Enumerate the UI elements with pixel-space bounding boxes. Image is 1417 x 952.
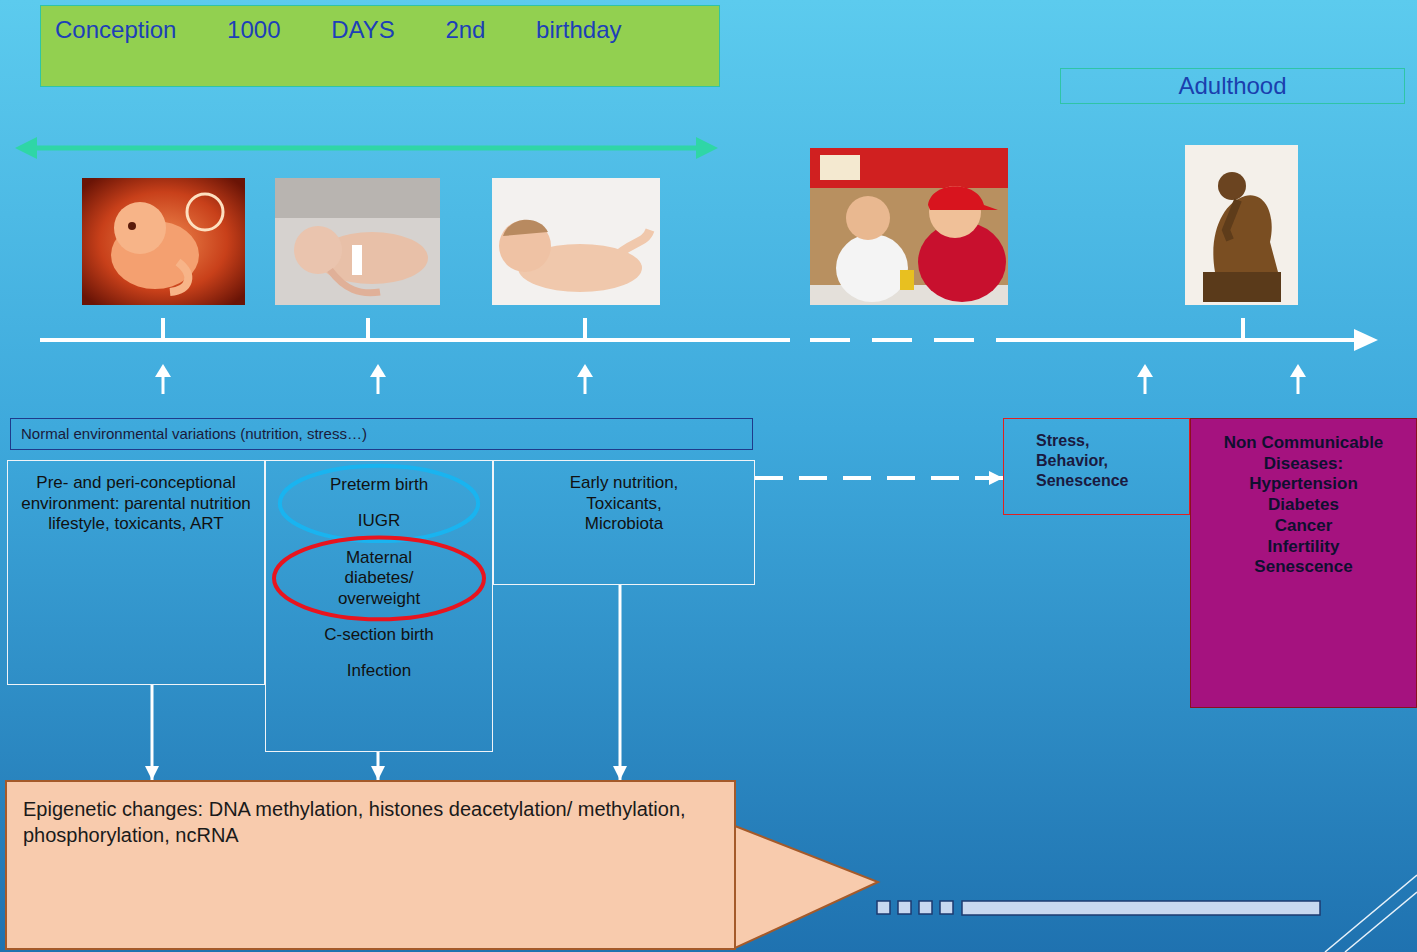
embryo-photo — [187, 194, 223, 230]
callout-pointer — [735, 826, 878, 948]
flow-arrow — [377, 752, 380, 780]
timeline — [1241, 318, 1245, 340]
box-text: Stress, Behavior, Senescence — [1036, 431, 1148, 491]
influence-arrow — [155, 364, 171, 377]
obese-children-photo — [846, 196, 890, 240]
embryo-photo — [128, 222, 136, 230]
slide-decoration — [919, 901, 932, 914]
box-text: Infertility — [1199, 537, 1408, 558]
obese-children-photo — [810, 148, 1008, 188]
thinker-statue-photo — [1226, 200, 1238, 240]
embryo-photo — [170, 262, 188, 292]
box-text: Infection — [347, 661, 411, 681]
span-arrow — [15, 137, 718, 159]
obese-children-photo — [810, 148, 1008, 305]
slide-decoration — [940, 901, 953, 914]
mechanism-callout: Epigenetic changes: DNA methylation, his… — [5, 780, 736, 950]
preterm-baby-photo — [275, 178, 440, 218]
box-text: Hypertension — [1199, 474, 1408, 495]
preterm-baby-photo — [294, 226, 342, 274]
preterm-baby-photo — [275, 178, 440, 305]
baby-photo — [503, 220, 548, 236]
box-text: Epigenetic changes: DNA methylation, his… — [23, 796, 718, 848]
preterm-baby-photo — [352, 245, 362, 275]
timeline — [583, 318, 587, 340]
thinker-statue-photo — [1185, 145, 1298, 305]
context-box: Normal environmental variations (nutriti… — [10, 418, 753, 450]
box-text: Non Communicable Diseases: — [1199, 433, 1408, 474]
callout-pointer — [735, 826, 878, 948]
timeline — [40, 338, 790, 342]
box-text: Preterm birth — [330, 475, 428, 495]
span-arrow — [32, 146, 700, 151]
influence-arrow — [370, 364, 386, 377]
baby-photo — [610, 230, 650, 262]
stage-label: Adulthood — [1060, 68, 1405, 104]
timeline — [40, 318, 1378, 351]
obese-children-photo — [900, 270, 914, 290]
highlight-ellipse — [274, 537, 484, 619]
influence-arrow — [577, 364, 593, 377]
box-text: Normal environmental variations (nutriti… — [21, 425, 742, 443]
box-text: Maternal diabetes/ overweight — [324, 548, 434, 609]
timeline — [161, 318, 165, 340]
obese-children-photo — [810, 148, 1008, 305]
obese-children-photo — [836, 234, 908, 302]
factor-box: Early nutrition, Toxicants, Microbiota — [493, 460, 755, 585]
box-text: Pre- and peri-conceptional environment: … — [18, 473, 254, 535]
timespan-banner: Conception 1000 DAYS 2nd birthday — [40, 5, 720, 87]
slide-decoration — [898, 901, 911, 914]
slide-decoration — [877, 875, 1417, 952]
box-text: Conception 1000 DAYS 2nd birthday — [55, 14, 705, 46]
flow-arrow — [619, 585, 622, 780]
obese-children-photo — [928, 186, 998, 210]
disease-box: Non Communicable Diseases:HypertensionDi… — [1190, 418, 1417, 708]
box-text: Senescence — [1199, 557, 1408, 578]
slide-decoration — [877, 901, 890, 914]
box-text: C-section birth — [324, 625, 434, 645]
timeline — [366, 318, 370, 340]
outcome-box: Stress, Behavior, Senescence — [1003, 418, 1190, 515]
embryo-photo — [114, 202, 166, 254]
slide-decoration — [1325, 875, 1417, 952]
obese-children-photo — [820, 155, 860, 180]
baby-photo — [492, 178, 660, 305]
factor-box: Pre- and peri-conceptional environment: … — [7, 460, 265, 685]
preterm-baby-photo — [330, 270, 380, 293]
thinker-statue-photo — [1203, 272, 1281, 302]
slide-decoration — [1345, 892, 1417, 952]
influence-arrow — [1290, 364, 1306, 377]
baby-photo — [492, 178, 660, 305]
thinker-statue-photo — [1185, 145, 1298, 305]
span-arrow — [15, 137, 37, 159]
baby-photo — [499, 220, 551, 272]
factor-box: Preterm birthIUGR Maternal diabetes/ over… — [265, 460, 493, 752]
embryo-photo — [82, 178, 245, 305]
thinker-statue-photo — [1218, 172, 1246, 200]
slide-decoration — [962, 901, 1320, 915]
influence-arrow — [155, 364, 1306, 394]
box-text: Early nutrition, Toxicants, Microbiota — [554, 473, 694, 535]
span-arrow — [696, 137, 718, 159]
box-text: Diabetes — [1199, 495, 1408, 516]
timeline — [1354, 329, 1378, 351]
box-text: Adulthood — [1069, 71, 1396, 101]
influence-arrow — [1137, 364, 1153, 377]
timeline — [810, 338, 1035, 342]
preterm-baby-photo — [275, 178, 440, 305]
box-text: IUGR — [358, 511, 401, 531]
flow-arrow — [755, 476, 1003, 480]
embryo-photo — [82, 178, 245, 305]
timeline — [1035, 338, 1360, 342]
thinker-statue-photo — [1213, 195, 1278, 272]
highlight-ellipse — [280, 466, 478, 541]
flow-arrow — [151, 685, 154, 780]
box-text: Cancer — [1199, 516, 1408, 537]
